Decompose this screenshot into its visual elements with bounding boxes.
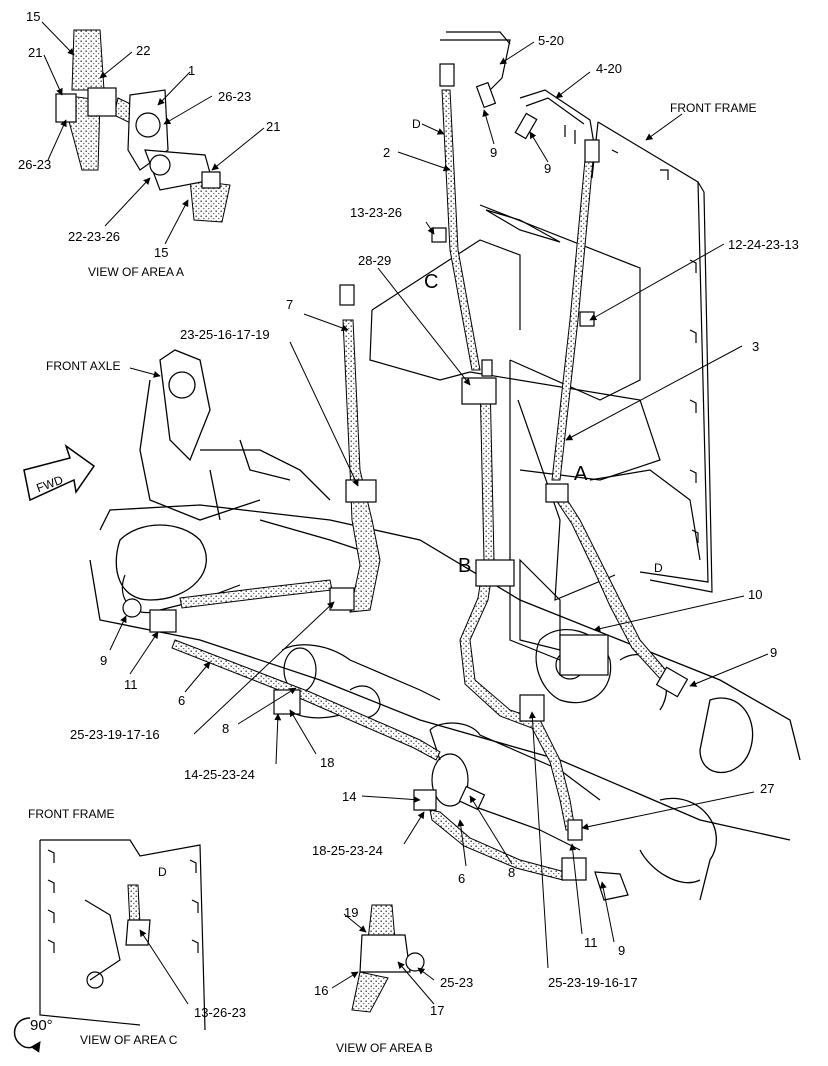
label-front-frame-inset: FRONT FRAME: [28, 807, 115, 821]
callout-9-b: 9: [544, 161, 552, 176]
callout-15-a: 15: [26, 9, 41, 24]
callout-9-c: 9: [770, 645, 778, 660]
callout-d-1: D: [412, 117, 421, 131]
label-front-axle: FRONT AXLE: [46, 359, 121, 373]
callout-21-a: 21: [28, 45, 43, 60]
callout-d-2: D: [654, 561, 663, 575]
callout-21-b: 21: [266, 119, 281, 134]
callout-13-23-26: 13-23-26: [350, 205, 403, 220]
frame-structure: [369, 204, 701, 661]
front-frame-plate: [564, 121, 713, 593]
callout-25-23: 25-23: [440, 975, 474, 990]
hose-7: [342, 319, 381, 613]
callout-25-23-19-17-16: 25-23-19-17-16: [70, 727, 160, 742]
fittings-and-clamps: [55, 31, 689, 973]
callout-9-d: 9: [100, 653, 108, 668]
fwd-arrow: [23, 444, 96, 502]
inset-c-frame: [39, 839, 206, 1031]
area-letter-c: C: [424, 271, 439, 293]
front-axle-housing: [89, 349, 801, 901]
callout-26-23-a: 26-23: [218, 89, 252, 104]
callout-15-b: 15: [154, 245, 169, 260]
callout-18-25-23-24: 18-25-23-24: [312, 843, 383, 858]
hydraulic-hoses: [61, 29, 671, 1013]
hose-left: [179, 579, 333, 609]
callout-9-e: 9: [618, 943, 626, 958]
callout-11-a: 11: [124, 677, 138, 692]
callout-22: 22: [136, 43, 151, 58]
leader-lines: [41, 21, 769, 1005]
caption-view-area-c: VIEW OF AREA C: [80, 1033, 178, 1047]
callout-23-25-16-17-19: 23-25-16-17-19: [180, 327, 270, 342]
callout-4-20: 4-20: [596, 61, 623, 76]
callout-27: 27: [760, 781, 775, 796]
callout-6-b: 6: [458, 871, 466, 886]
callout-13-26-23: 13-26-23: [194, 1005, 247, 1020]
caption-view-area-a: VIEW OF AREA A: [88, 265, 185, 279]
callout-18: 18: [320, 755, 335, 770]
callout-25-23-19-16-17: 25-23-19-16-17: [548, 975, 638, 990]
label-front-frame-main: FRONT FRAME: [670, 101, 757, 115]
hose-6-lower: [429, 809, 566, 881]
callout-11-b: 11: [584, 935, 598, 950]
callout-12-24-23-13: 12-24-23-13: [728, 237, 799, 252]
callout-10: 10: [748, 587, 763, 602]
area-letter-b: B: [458, 555, 472, 577]
callout-9-a: 9: [490, 145, 498, 160]
callout-22-23-26: 22-23-26: [68, 229, 121, 244]
caption-view-area-b: VIEW OF AREA B: [336, 1041, 433, 1055]
callout-19: 19: [344, 905, 359, 920]
callout-14: 14: [342, 789, 357, 804]
callout-3: 3: [752, 339, 760, 354]
label-90-degrees: 90°: [30, 1017, 53, 1034]
callout-14-25-23-24: 14-25-23-24: [184, 767, 255, 782]
callout-26-23-b: 26-23: [18, 157, 52, 172]
callout-1: 1: [188, 63, 196, 78]
callout-6-a: 6: [178, 693, 186, 708]
hose-6-left: [171, 639, 441, 761]
hose-2: [441, 89, 481, 371]
callout-5-20: 5-20: [538, 33, 565, 48]
callout-28-29: 28-29: [358, 253, 392, 268]
callout-2: 2: [383, 145, 391, 160]
area-letter-a: A: [574, 463, 588, 485]
callout-7: 7: [286, 297, 294, 312]
callout-16: 16: [314, 983, 329, 998]
callout-d-3: D: [158, 865, 167, 879]
callout-8-b: 8: [508, 865, 516, 880]
callout-17: 17: [430, 1003, 445, 1018]
rotate-90-icon: [13, 1017, 41, 1053]
callout-8-a: 8: [222, 721, 230, 736]
